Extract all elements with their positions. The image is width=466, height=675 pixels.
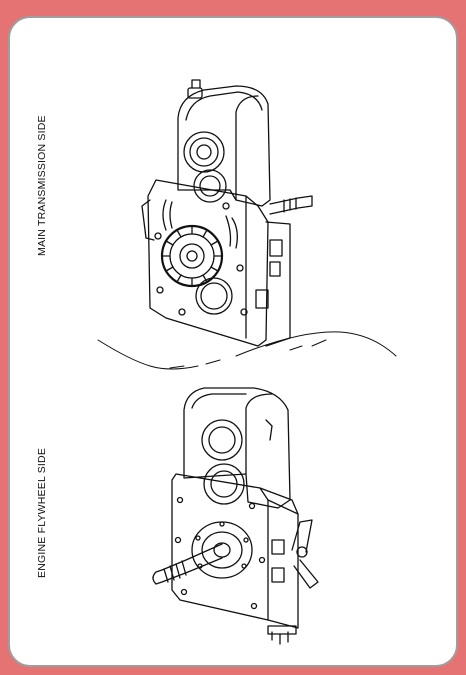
gear-cover-lower	[203, 463, 245, 505]
gear-cover-upper	[201, 419, 243, 461]
control-lever	[291, 519, 319, 589]
gearbox-flywheel-view	[152, 387, 319, 645]
lower-opening	[195, 277, 233, 315]
flywheel-flange	[191, 521, 253, 579]
output-shaft	[152, 543, 223, 585]
gearbox-main-transmission-view	[141, 79, 313, 347]
input-shaft	[269, 195, 313, 215]
upper-housing	[177, 85, 271, 207]
plate-bolts	[154, 202, 248, 316]
main-plate	[147, 179, 269, 347]
drawing-panel	[8, 16, 458, 667]
main-plate	[171, 473, 269, 621]
output-gear	[160, 224, 224, 288]
upper-housing	[183, 387, 291, 509]
plate-bolts	[174, 496, 266, 610]
upper-bearing	[183, 131, 225, 173]
break-line	[97, 339, 199, 370]
